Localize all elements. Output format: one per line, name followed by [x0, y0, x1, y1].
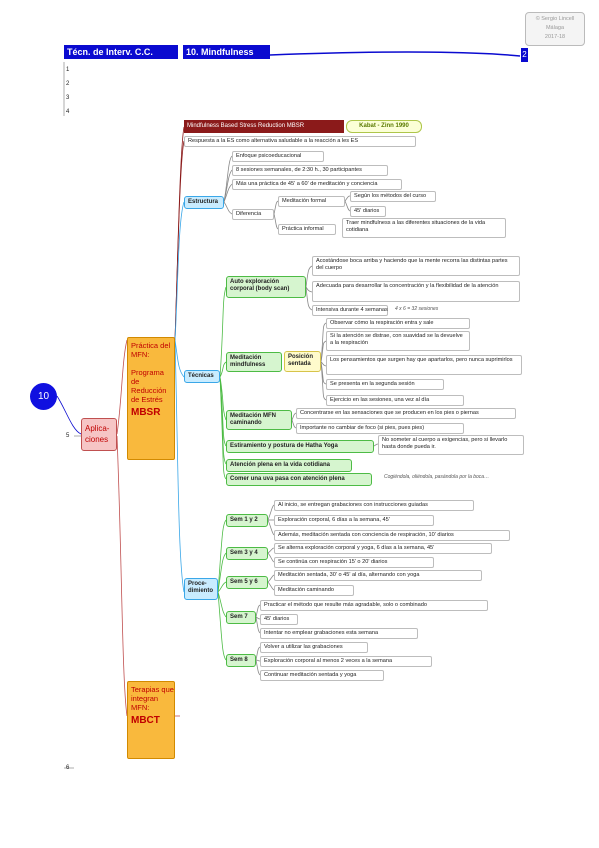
meditacion-formal-node[interactable]: Meditación formal [278, 196, 345, 207]
outline-number[interactable]: 3 [66, 95, 70, 101]
sentada-item[interactable]: Ejercicio en las sesiones, una vez al dí… [326, 395, 464, 406]
sem-7-item[interactable]: Intentar no emplear grabaciones esta sem… [260, 628, 418, 639]
estructura-item[interactable]: 8 sesiones semanales, de 2:30 h., 30 par… [232, 165, 388, 176]
terapias-tag: MBCT [131, 715, 160, 726]
practica-tag: MBSR [131, 407, 161, 418]
hatha-yoga-node[interactable]: Estiramiento y postura de Hatha Yoga [226, 440, 374, 453]
outline-number[interactable]: 6 [66, 765, 70, 771]
sem-5-6-node[interactable]: Sem 5 y 6 [226, 576, 268, 589]
body-scan-item[interactable]: Intensiva durante 4 semanas [312, 305, 388, 316]
caminando-item[interactable]: Importante no cambiar de foco (si pies, … [296, 423, 464, 434]
practica-label: Práctica del MFN: Programa de Reducción … [131, 341, 171, 404]
sem-8-item[interactable]: Exploración corporal al menos 2 veces a … [260, 656, 432, 667]
outline-number[interactable]: 2 [66, 81, 70, 87]
meditacion-mindfulness-node[interactable]: Meditación mindfulness [226, 352, 282, 372]
practica-informal-node[interactable]: Práctica informal [278, 224, 336, 235]
topic-title[interactable]: 10. Mindfulness [183, 45, 270, 59]
uva-pasa-node[interactable]: Comer una uva pasa con atención plena [226, 473, 372, 486]
uva-pasa-note: Cogiéndola, oliéndola, pasándola por la … [384, 474, 490, 480]
sem-5-6-item[interactable]: Meditación sentada, 30' o 45' al día, al… [274, 570, 482, 581]
outline-number[interactable]: 1 [66, 67, 70, 73]
section-title[interactable]: Técn. de Interv. C.C. [64, 45, 178, 59]
outline-number[interactable]: 4 [66, 109, 70, 115]
sem-7-item[interactable]: 45' diarios [260, 614, 298, 625]
estructura-item[interactable]: Enfoque psicoeducacional [232, 151, 324, 162]
mbsr-title[interactable]: Mindfulness Based Stress Reduction MBSR [184, 120, 344, 133]
sem-1-2-item[interactable]: Además, meditación sentada con concienci… [274, 530, 510, 541]
body-scan-node[interactable]: Auto exploración corporal (body scan) [226, 276, 306, 298]
informal-item[interactable]: Traer mindfulness a las diferentes situa… [342, 218, 506, 238]
meditacion-caminando-node[interactable]: Meditación MFN caminando [226, 410, 292, 430]
outline-number[interactable]: 5 [66, 433, 70, 439]
page-number[interactable]: 2 [521, 48, 528, 62]
atencion-plena-node[interactable]: Atención plena en la vida cotidiana [226, 459, 352, 472]
sem-3-4-item[interactable]: Se continúa con respiración 15' o 20' di… [274, 557, 434, 568]
respuesta-node[interactable]: Respuesta a la ES como alternativa salud… [184, 136, 416, 147]
sem-1-2-item[interactable]: Al inicio, se entregan grabaciones con i… [274, 500, 474, 511]
sem-1-2-node[interactable]: Sem 1 y 2 [226, 514, 268, 527]
estructura-item[interactable]: Más una práctica de 45' a 60' de meditac… [232, 179, 402, 190]
sem-3-4-item[interactable]: Se alterna exploración corporal y yoga, … [274, 543, 492, 554]
body-scan-note: 4 x 6 = 32 sesiones [395, 306, 439, 312]
diferencia-node[interactable]: Diferencia [232, 209, 274, 220]
copyright-box: © Sergio Lincell Málaga 2017-18 [525, 12, 585, 46]
sentada-item[interactable]: Se presenta en la segunda sesión [326, 379, 444, 390]
sem-3-4-node[interactable]: Sem 3 y 4 [226, 547, 268, 560]
sem-8-node[interactable]: Sem 8 [226, 654, 256, 667]
practica-mfn-node[interactable]: Práctica del MFN: Programa de Reducción … [127, 337, 175, 460]
terapias-node[interactable]: Terapias que integran MFN: MBCT [127, 681, 175, 759]
sem-8-item[interactable]: Volver a utilizar las grabaciones [260, 642, 368, 653]
sentada-item[interactable]: Observar cómo la respiración entra y sal… [326, 318, 470, 329]
sentada-item[interactable]: Si la atención se distrae, con suavidad … [326, 331, 470, 351]
tecnicas-node[interactable]: Técnicas [184, 370, 220, 383]
formal-item[interactable]: Según los métodos del curso [350, 191, 436, 202]
section-circle[interactable]: 10 [30, 383, 57, 410]
body-scan-item[interactable]: Adecuada para desarrollar la concentraci… [312, 281, 520, 302]
sentada-item[interactable]: Los pensamientos que surgen hay que apar… [326, 355, 522, 375]
sem-1-2-item[interactable]: Exploración corporal, 6 días a la semana… [274, 515, 434, 526]
aplicaciones-node[interactable]: Aplica- ciones [81, 418, 117, 451]
caminando-item[interactable]: Concentrarse en las sensaciones que se p… [296, 408, 516, 419]
hatha-item[interactable]: No someter al cuerpo a exigencias, pero … [378, 435, 524, 455]
procedimiento-node[interactable]: Proce- dimiento [184, 578, 218, 600]
terapias-label: Terapias que integran MFN: [131, 685, 174, 712]
estructura-node[interactable]: Estructura [184, 196, 224, 209]
sem-7-node[interactable]: Sem 7 [226, 611, 256, 624]
sem-8-item[interactable]: Continuar meditación sentada y yoga [260, 670, 384, 681]
sem-5-6-item[interactable]: Meditación caminando [274, 585, 354, 596]
kabat-zinn-tag[interactable]: Kabat - Zinn 1990 [346, 120, 422, 133]
body-scan-item[interactable]: Acostándose boca arriba y haciendo que l… [312, 256, 520, 276]
formal-item[interactable]: 45' diarios [350, 206, 386, 217]
sem-7-item[interactable]: Practicar el método que resulte más agra… [260, 600, 488, 611]
posicion-sentada-tag[interactable]: Posición sentada [284, 351, 321, 372]
